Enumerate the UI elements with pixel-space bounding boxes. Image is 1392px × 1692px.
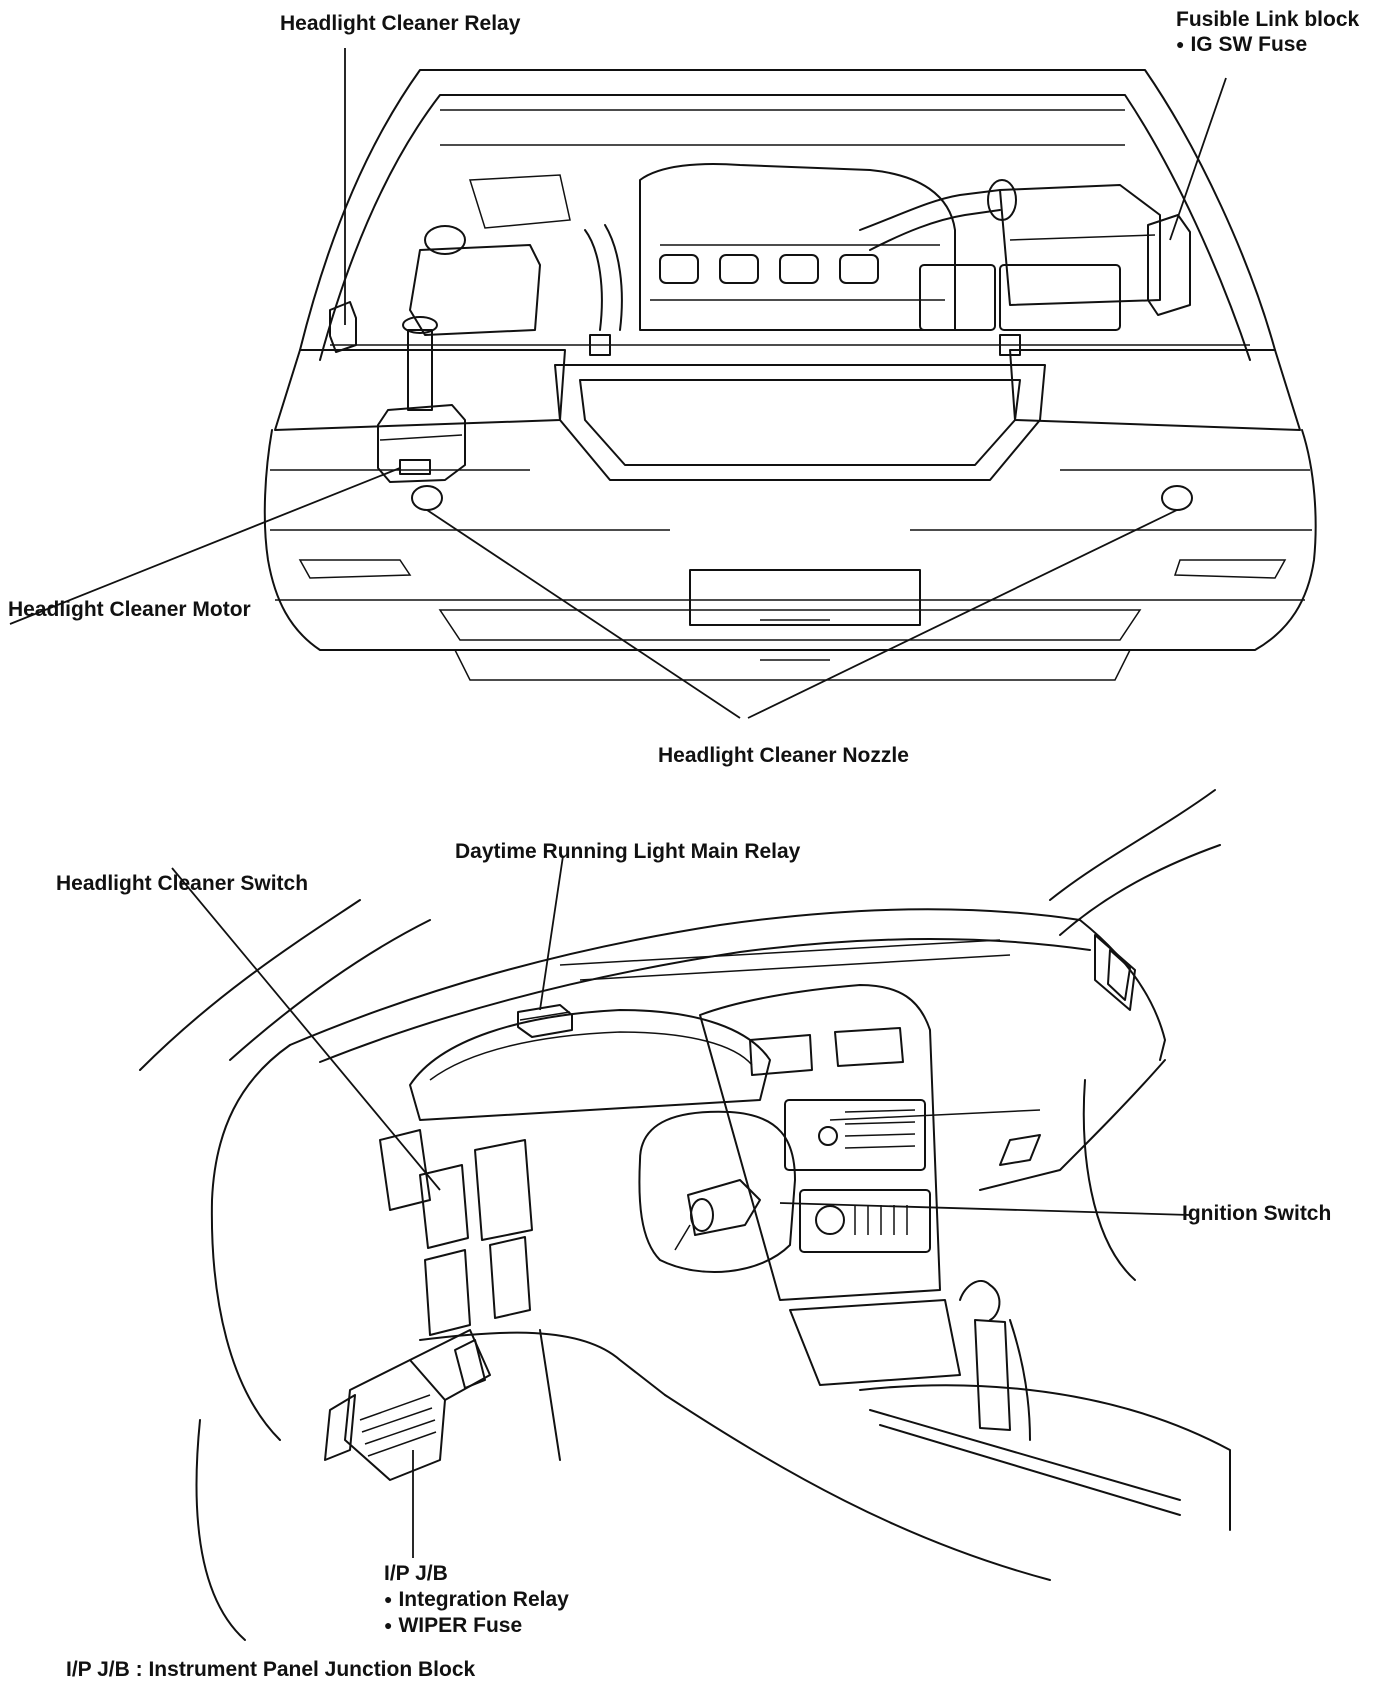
wiper-fuse-text: WIPER Fuse: [398, 1614, 523, 1637]
footnote-ipjb-definition: I/P J/B : Instrument Panel Junction Bloc…: [66, 1658, 476, 1681]
fusible-link-block-label: Fusible Link block: [1176, 8, 1360, 31]
dashboard-drawing: [139, 789, 1231, 1641]
wiper-fuse-label: WIPER Fuse: [384, 1614, 522, 1639]
drl-main-relay-label: Daytime Running Light Main Relay: [455, 840, 801, 863]
headlight-cleaner-switch-label: Headlight Cleaner Switch: [56, 872, 309, 895]
ig-sw-fuse-label: IG SW Fuse: [1176, 33, 1307, 58]
ignition-switch-label: Ignition Switch: [1182, 1202, 1332, 1225]
headlight-cleaner-nozzle-label: Headlight Cleaner Nozzle: [658, 744, 909, 767]
dashboard-leader-lines: [171, 855, 1191, 1558]
integration-relay-label: Integration Relay: [384, 1588, 569, 1613]
integration-relay-text: Integration Relay: [398, 1588, 569, 1611]
headlight-cleaner-motor-label: Headlight Cleaner Motor: [8, 598, 251, 621]
ipjb-label: I/P J/B: [384, 1562, 448, 1585]
ig-sw-fuse-text: IG SW Fuse: [1190, 33, 1308, 56]
headlight-cleaner-relay-label: Headlight Cleaner Relay: [280, 12, 521, 35]
engine-compartment-drawing: [263, 69, 1317, 681]
engine-leader-lines: [9, 48, 1227, 719]
